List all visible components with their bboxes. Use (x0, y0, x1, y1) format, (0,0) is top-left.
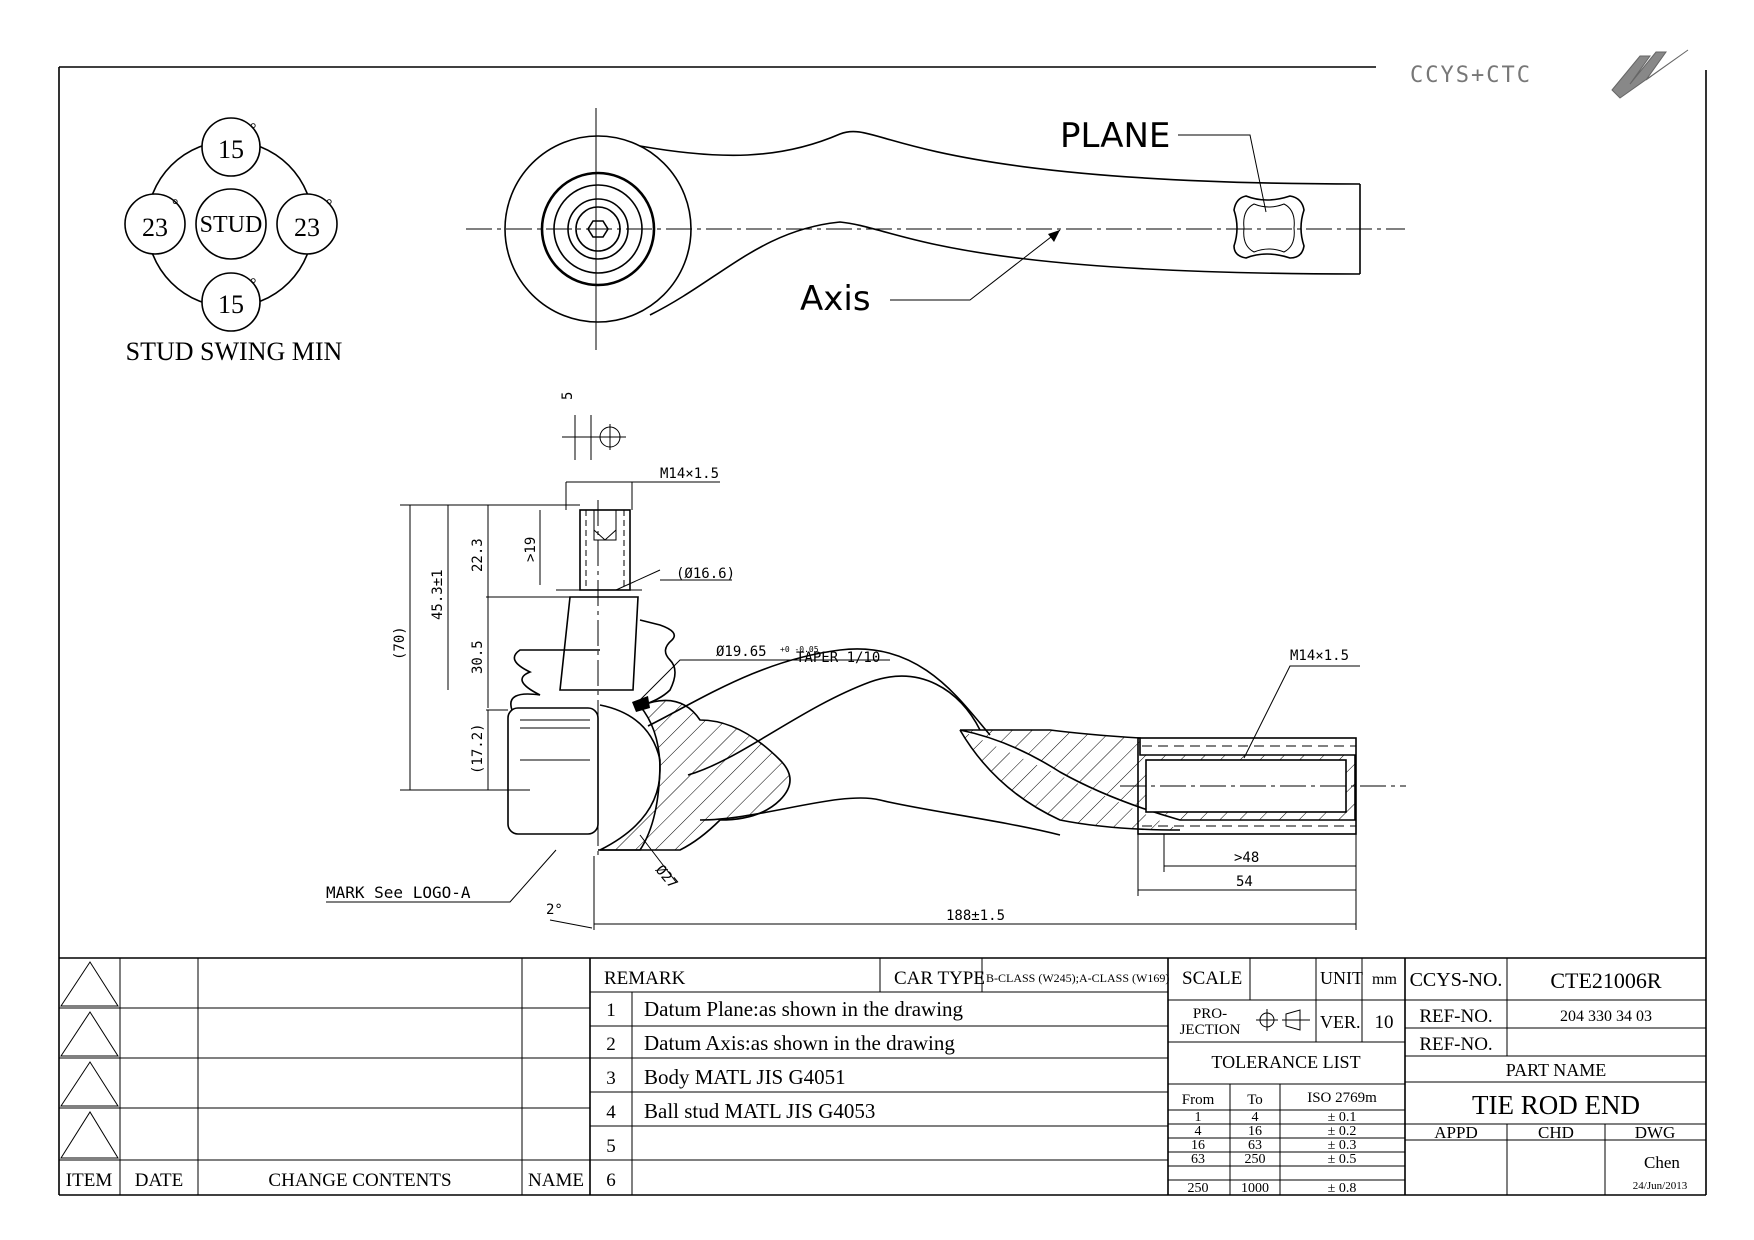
first-angle-projection-icon (1256, 1009, 1310, 1031)
swing-right: 23 (294, 213, 320, 242)
remark-3: Body MATL JIS G4051 (644, 1065, 846, 1089)
axis-label: Axis (800, 279, 871, 319)
sheet-border (58, 66, 1707, 1196)
dim-thread-end: M14×1.5 (1290, 648, 1349, 664)
dim-thread-stud: M14×1.5 (660, 466, 719, 482)
dim-45: 45.3±1 (430, 569, 446, 620)
drawing-date: 24/Jun/2013 (1633, 1180, 1688, 1192)
swing-center: STUD (200, 212, 263, 238)
svg-text:± 0.1: ± 0.1 (1328, 1110, 1357, 1125)
svg-text:± 0.3: ± 0.3 (1328, 1138, 1357, 1153)
ver-value: 10 (1375, 1012, 1394, 1033)
svg-text:6: 6 (606, 1170, 616, 1191)
projection-label-2: JECTION (1180, 1022, 1241, 1038)
svg-text:To: To (1247, 1092, 1263, 1108)
dim-taper-text: TAPER 1/10 (796, 650, 880, 666)
unit-label: UNIT (1320, 968, 1363, 988)
dim-mark: MARK See LOGO-A (326, 883, 471, 902)
remark-4: Ball stud MATL JIS G4053 (644, 1099, 875, 1123)
svg-text:2: 2 (606, 1034, 616, 1055)
projection-label-1: PRO- (1193, 1006, 1227, 1022)
changes-header-contents: CHANGE CONTENTS (268, 1170, 451, 1191)
dim-len-54: 54 (1236, 874, 1253, 890)
svg-text:3: 3 (606, 1068, 616, 1089)
svg-text:1000: 1000 (1241, 1181, 1269, 1196)
top-view: PLANE Axis (466, 108, 1405, 350)
dim-taper-tol: +0 -0.05 (780, 645, 819, 654)
remark-1: Datum Plane:as shown in the drawing (644, 997, 964, 1021)
stud-swing-diagram: 15 ° 15 ° 23 ° 23 ° STUD STUD SWING MIN (124, 117, 343, 366)
svg-text:± 0.2: ± 0.2 (1328, 1124, 1357, 1139)
svg-text:63: 63 (1191, 1152, 1205, 1167)
ref-no-label-1: REF-NO. (1419, 1006, 1492, 1027)
svg-text:4: 4 (1252, 1110, 1259, 1125)
ref-no-1: 204 330 34 03 (1560, 1008, 1652, 1025)
dim-angle: 2° (546, 902, 563, 918)
dim-len-48: >48 (1234, 850, 1259, 866)
svg-text:5: 5 (606, 1136, 616, 1157)
dim-taper: Ø19.65 (716, 644, 767, 660)
swing-bottom: 15 (218, 290, 244, 319)
title-block: CCYS-NO. CTE21006R REF-NO. 204 330 34 03… (1405, 958, 1706, 1195)
svg-text:ISO 2769m: ISO 2769m (1307, 1090, 1377, 1106)
remarks-table: REMARK CAR TYPE B-CLASS (W245);A-CLASS (… (590, 958, 1169, 1195)
svg-text:1: 1 (1195, 1110, 1202, 1125)
dim-len-188: 188±1.5 (946, 908, 1005, 924)
change-history-table: ITEM DATE CHANGE CONTENTS NAME (59, 957, 1706, 1195)
dim-19: >19 (523, 537, 539, 562)
svg-text:63: 63 (1248, 1138, 1262, 1153)
tolerance-title: TOLERANCE LIST (1211, 1052, 1360, 1072)
remark-2: Datum Axis:as shown in the drawing (644, 1031, 955, 1055)
swing-bottom-degree: ° (250, 276, 256, 293)
appd-label: APPD (1434, 1123, 1477, 1142)
svg-text:16: 16 (1191, 1138, 1205, 1153)
changes-header-item: ITEM (66, 1170, 113, 1191)
part-name-label: PART NAME (1506, 1060, 1606, 1080)
car-type-label: CAR TYPE (894, 968, 985, 989)
swing-caption: STUD SWING MIN (126, 337, 343, 366)
dim-17: (17.2) (470, 723, 486, 774)
svg-text:250: 250 (1188, 1181, 1209, 1196)
changes-header-date: DATE (135, 1170, 184, 1191)
part-name: TIE ROD END (1472, 1090, 1640, 1120)
remark-label: REMARK (604, 968, 686, 989)
unit-value: mm (1372, 971, 1397, 988)
ref-no-label-2: REF-NO. (1419, 1034, 1492, 1055)
svg-text:16: 16 (1248, 1124, 1262, 1139)
section-view: 5 (326, 392, 1406, 930)
dim-22: 22.3 (470, 538, 486, 572)
svg-text:4: 4 (606, 1102, 616, 1123)
swing-left: 23 (142, 213, 168, 242)
ccys-no-label: CCYS-NO. (1410, 969, 1503, 991)
swing-top: 15 (218, 135, 244, 164)
svg-text:± 0.5: ± 0.5 (1328, 1152, 1357, 1167)
dwg-label: DWG (1635, 1123, 1676, 1142)
swing-left-degree: ° (172, 197, 178, 214)
dim-70: (70) (392, 626, 408, 660)
dim-d1: (Ø16.6) (676, 566, 735, 582)
scale-label: SCALE (1182, 968, 1242, 989)
car-type: B-CLASS (W245);A-CLASS (W169) (986, 971, 1169, 985)
dwg-name: Chen (1644, 1153, 1680, 1172)
plane-label: PLANE (1060, 116, 1170, 156)
chd-label: CHD (1538, 1123, 1574, 1142)
dim-30: 30.5 (470, 640, 486, 674)
info-block: SCALE UNIT mm PRO- JECTION VER. 10 TOLER… (1168, 958, 1406, 1196)
ver-label: VER. (1320, 1012, 1361, 1032)
svg-text:1: 1 (606, 1000, 616, 1021)
svg-text:4: 4 (1195, 1124, 1202, 1139)
svg-text:CCYS+CTC: CCYS+CTC (1410, 63, 1532, 88)
svg-text:250: 250 (1245, 1152, 1266, 1167)
ccys-ctc-logo-icon: CCYS+CTC (1410, 49, 1689, 99)
swing-top-degree: ° (250, 121, 256, 138)
svg-text:± 0.8: ± 0.8 (1328, 1181, 1357, 1196)
ccys-no: CTE21006R (1550, 968, 1662, 993)
tol-small: 5 (560, 392, 576, 400)
swing-right-degree: ° (326, 197, 332, 214)
changes-header-name: NAME (528, 1170, 584, 1191)
dim-ball: Ø27 (652, 862, 681, 892)
svg-text:From: From (1182, 1092, 1215, 1108)
